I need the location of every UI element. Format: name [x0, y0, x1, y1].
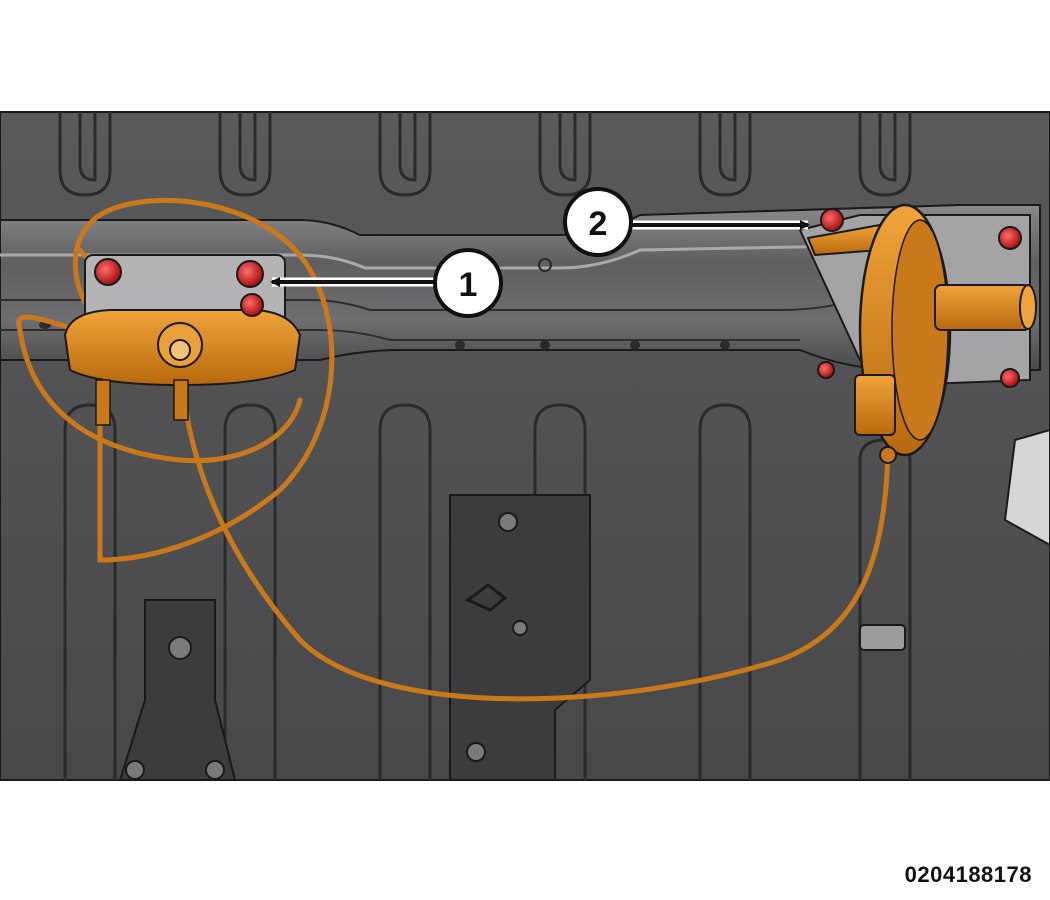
wire-connector [859, 624, 906, 651]
bolt-icon [94, 258, 122, 286]
bolt-icon [817, 361, 835, 379]
bolt-icon [240, 293, 264, 317]
right-edge-slot [1003, 428, 1050, 547]
center-bracket-plate [449, 494, 591, 781]
callout-2: 2 [563, 187, 810, 257]
upper-ribs [58, 112, 912, 197]
bolt-icon [820, 208, 844, 232]
hoist-mounting-bolts [94, 258, 264, 317]
callout-1: 1 [270, 248, 503, 318]
spare-tire-hoist [63, 254, 302, 426]
callout-label: 1 [459, 266, 478, 304]
guide-bracket-bolts [817, 208, 1022, 388]
lower-left-bracket [118, 599, 237, 781]
callout-circle [433, 248, 503, 318]
bolt-icon [998, 226, 1022, 250]
callout-circle [563, 187, 633, 257]
bolt-icon [1000, 368, 1020, 388]
bolt-icon [236, 260, 264, 288]
cable-guide-assembly [798, 203, 1037, 464]
figure-id: 0204188178 [904, 862, 1032, 887]
callout-label: 2 [589, 205, 608, 243]
